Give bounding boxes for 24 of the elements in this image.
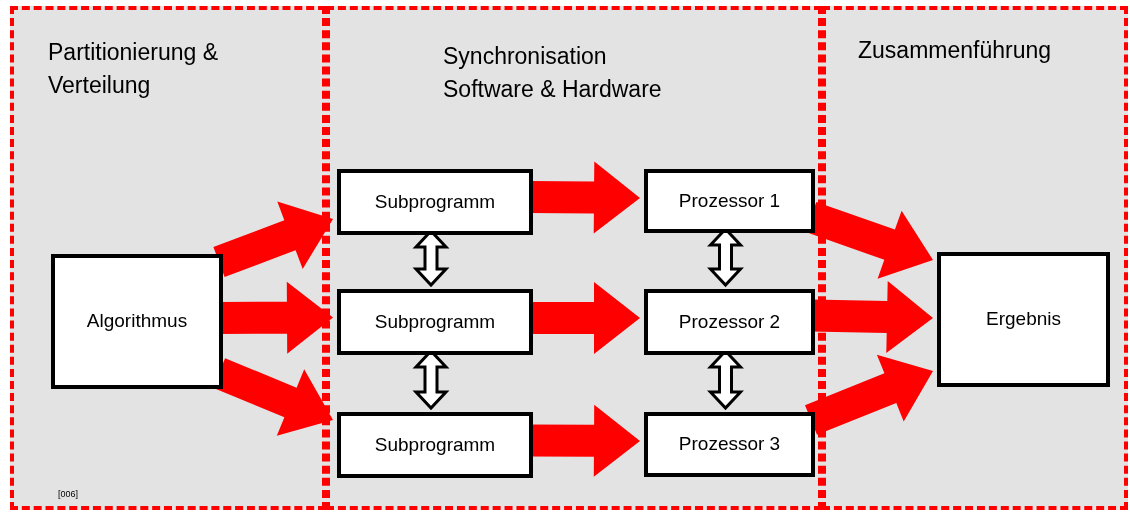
reference-number: [006] <box>58 488 79 501</box>
box-label: Subprogramm <box>374 189 496 214</box>
process-box <box>51 254 223 389</box>
process-box <box>937 252 1110 387</box>
box-label: Prozessor 1 <box>678 188 781 213</box>
box-label: Algorithmus <box>86 309 188 334</box>
stage-heading: Zusammenführung <box>858 36 1053 65</box>
block-arrow <box>213 201 333 277</box>
process-box <box>644 169 815 233</box>
box-label: Subprogramm <box>374 432 496 457</box>
box-label: Subprogramm <box>374 309 496 334</box>
block-arrow <box>805 354 933 435</box>
process-box <box>337 289 533 355</box>
box-label: Prozessor 2 <box>678 309 781 334</box>
box-label: Ergebnis <box>986 307 1061 332</box>
process-box <box>337 412 533 478</box>
process-box <box>644 412 815 477</box>
box-label: Prozessor 3 <box>678 432 781 457</box>
stage-panel <box>10 6 326 510</box>
stage-heading: Synchronisation Software & Hardware <box>443 42 663 104</box>
stage-heading: Partitionierung & Verteilung <box>48 38 220 100</box>
process-box <box>337 169 533 235</box>
stage-panel <box>822 6 1128 510</box>
process-box <box>644 289 815 355</box>
